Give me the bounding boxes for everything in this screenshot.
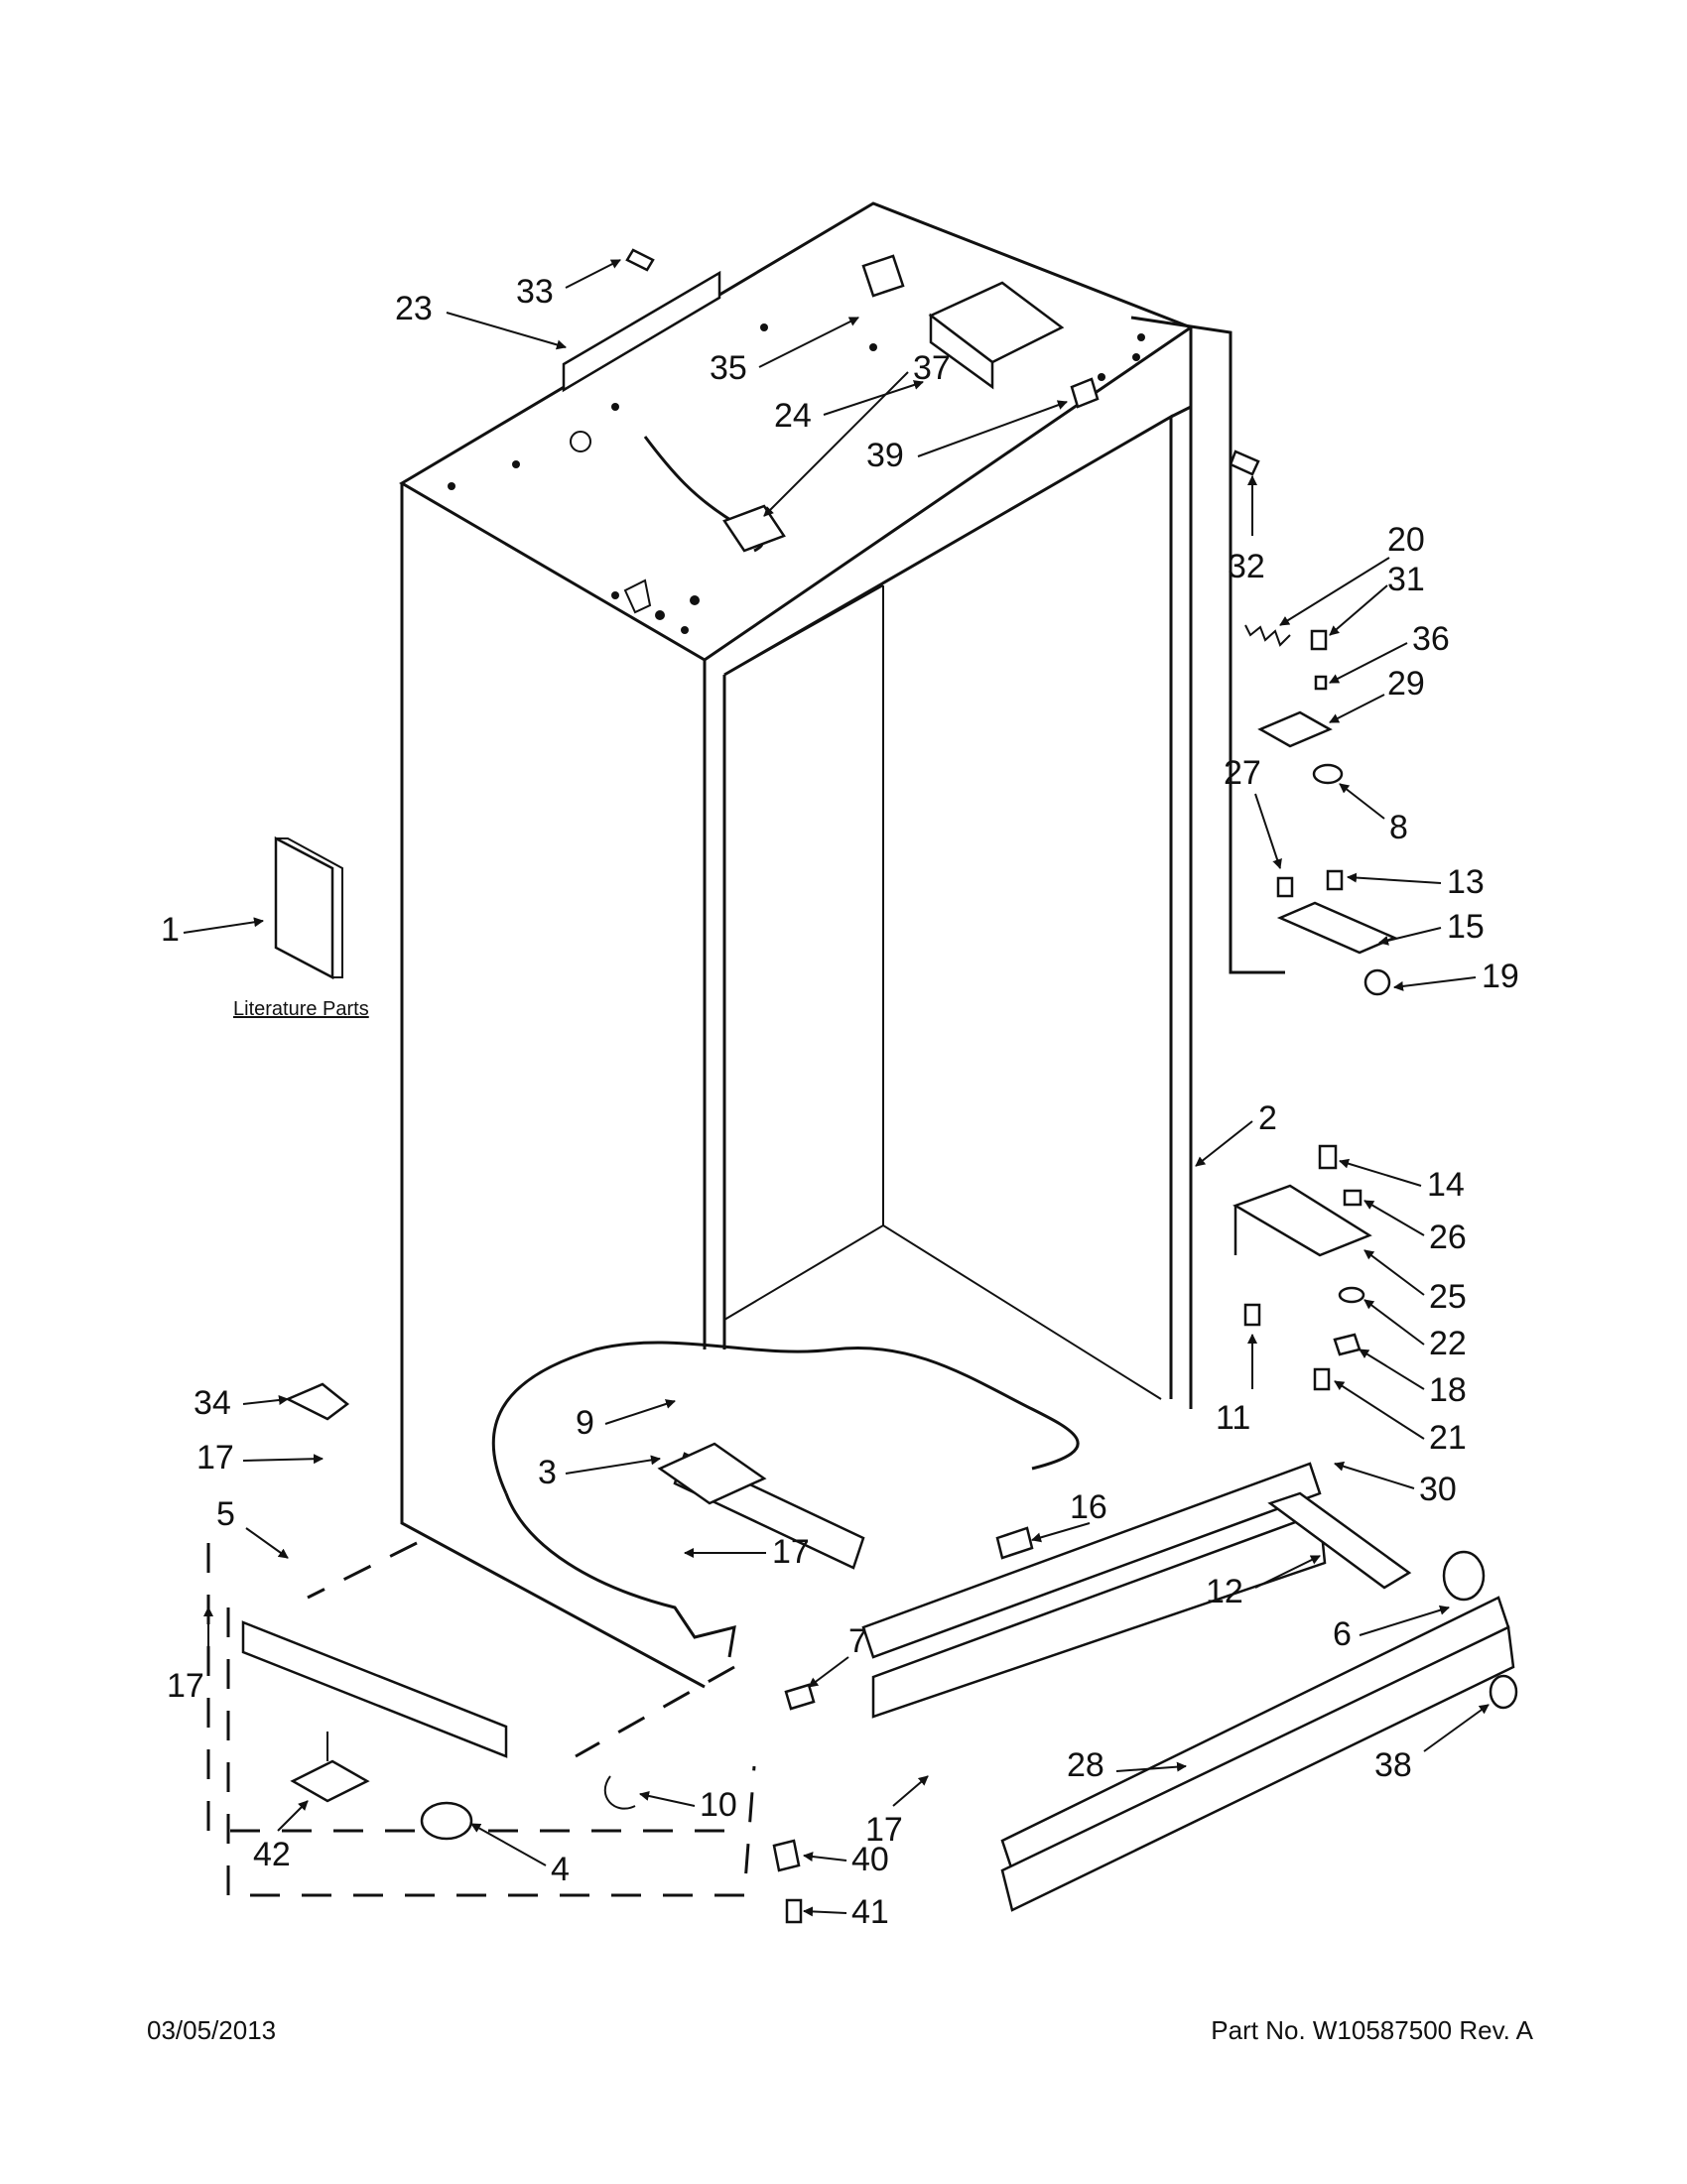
callout-4: 4 [551,1851,570,1888]
callout-15: 15 [1447,908,1485,946]
callout-17-lower: 17 [865,1811,903,1849]
callout-21: 21 [1429,1419,1467,1457]
callout-16: 16 [1070,1488,1107,1526]
callout-35: 35 [710,349,747,387]
callout-8: 8 [1389,809,1408,846]
callout-27: 27 [1224,754,1261,792]
connector-39 [1070,377,1100,409]
wire-harness-37 [643,436,786,553]
callout-17-left: 17 [196,1439,234,1477]
hose-clip-10 [603,1775,636,1810]
callout-36: 36 [1412,620,1450,658]
callout-1: 1 [161,911,180,949]
callout-29: 29 [1387,665,1425,703]
hinge-29 [1257,710,1333,748]
callout-11: 11 [1216,1399,1250,1437]
callout-38: 38 [1374,1746,1412,1784]
screw-31 [1310,629,1328,651]
callout-20: 20 [1387,521,1425,559]
cap-6 [1442,1550,1486,1602]
callout-19: 19 [1482,958,1519,995]
screw-33 [625,248,655,272]
footer-date: 03/05/2013 [147,2015,276,2045]
hinge-25 [1233,1184,1372,1257]
callout-17-center: 17 [772,1533,810,1571]
clip-7 [784,1683,816,1711]
callout-22: 22 [1429,1325,1467,1362]
screw-27 [1276,876,1294,898]
pin-18 [1333,1333,1362,1356]
roller-4 [420,1801,473,1841]
callout-24: 24 [774,397,812,435]
callout-10: 10 [700,1786,737,1824]
nut-36 [1314,675,1328,691]
callout-37: 37 [913,349,951,387]
clip-38 [1489,1674,1518,1710]
callout-6: 6 [1333,1615,1352,1653]
callout-40: 40 [851,1841,889,1878]
callout-39: 39 [866,437,904,474]
bushing-8 [1312,763,1344,785]
bracket-34 [285,1382,350,1421]
callout-14: 14 [1427,1166,1465,1204]
tray-3 [657,1442,767,1505]
callout-18: 18 [1429,1371,1467,1409]
screw-21 [1313,1367,1331,1391]
top-panel-23 [562,270,721,393]
callout-42: 42 [253,1836,291,1873]
callout-31: 31 [1387,561,1425,598]
callout-17-far-left: 17 [167,1667,204,1705]
filter-12 [1267,1491,1412,1590]
switch-35 [861,254,905,298]
hinge-plate-15 [1276,901,1398,955]
screw-41 [785,1898,803,1924]
bushing-14 [1318,1144,1338,1170]
callout-3: 3 [538,1454,557,1491]
callout-group: 1 2 3 4 5 6 7 8 9 10 11 12 13 14 15 16 1 [161,259,1519,1931]
callout-30: 30 [1419,1471,1457,1508]
cabinet-body [307,201,1195,1758]
screw-11 [1243,1303,1261,1327]
base-grille-28 [1000,1596,1515,1912]
callout-26: 26 [1429,1219,1467,1256]
cap-26 [1343,1189,1363,1207]
spring-20 [1244,624,1291,647]
callout-12: 12 [1206,1573,1243,1610]
bracket-24 [928,281,1065,390]
callout-7: 7 [848,1622,867,1660]
control-16 [995,1526,1034,1560]
callout-33: 33 [516,273,554,311]
bracket-40 [772,1839,801,1872]
callout-23: 23 [395,290,433,327]
literature-parts-caption: Literature Parts [233,998,369,1020]
callout-25: 25 [1429,1278,1467,1316]
callout-41: 41 [851,1893,889,1931]
hinge-panel [1130,316,1285,974]
toe-grille-30 [861,1462,1322,1659]
literature-booklet [274,835,343,980]
callout-2: 2 [1258,1099,1277,1137]
callout-34: 34 [194,1384,231,1422]
leveling-assembly-5 [206,1543,756,1897]
footer-part-number: Part No. W10587500 Rev. A [1211,2015,1533,2045]
callout-28: 28 [1067,1746,1104,1784]
toe-grille-lower [871,1511,1327,1719]
washer-22 [1338,1286,1365,1304]
screw-13 [1326,869,1344,891]
screw-32 [1229,450,1260,476]
leg-42 [290,1732,370,1803]
callout-9: 9 [576,1404,594,1442]
nut-19 [1363,968,1391,996]
callout-5: 5 [216,1495,235,1533]
callout-32: 32 [1228,548,1265,585]
callout-13: 13 [1447,863,1485,901]
